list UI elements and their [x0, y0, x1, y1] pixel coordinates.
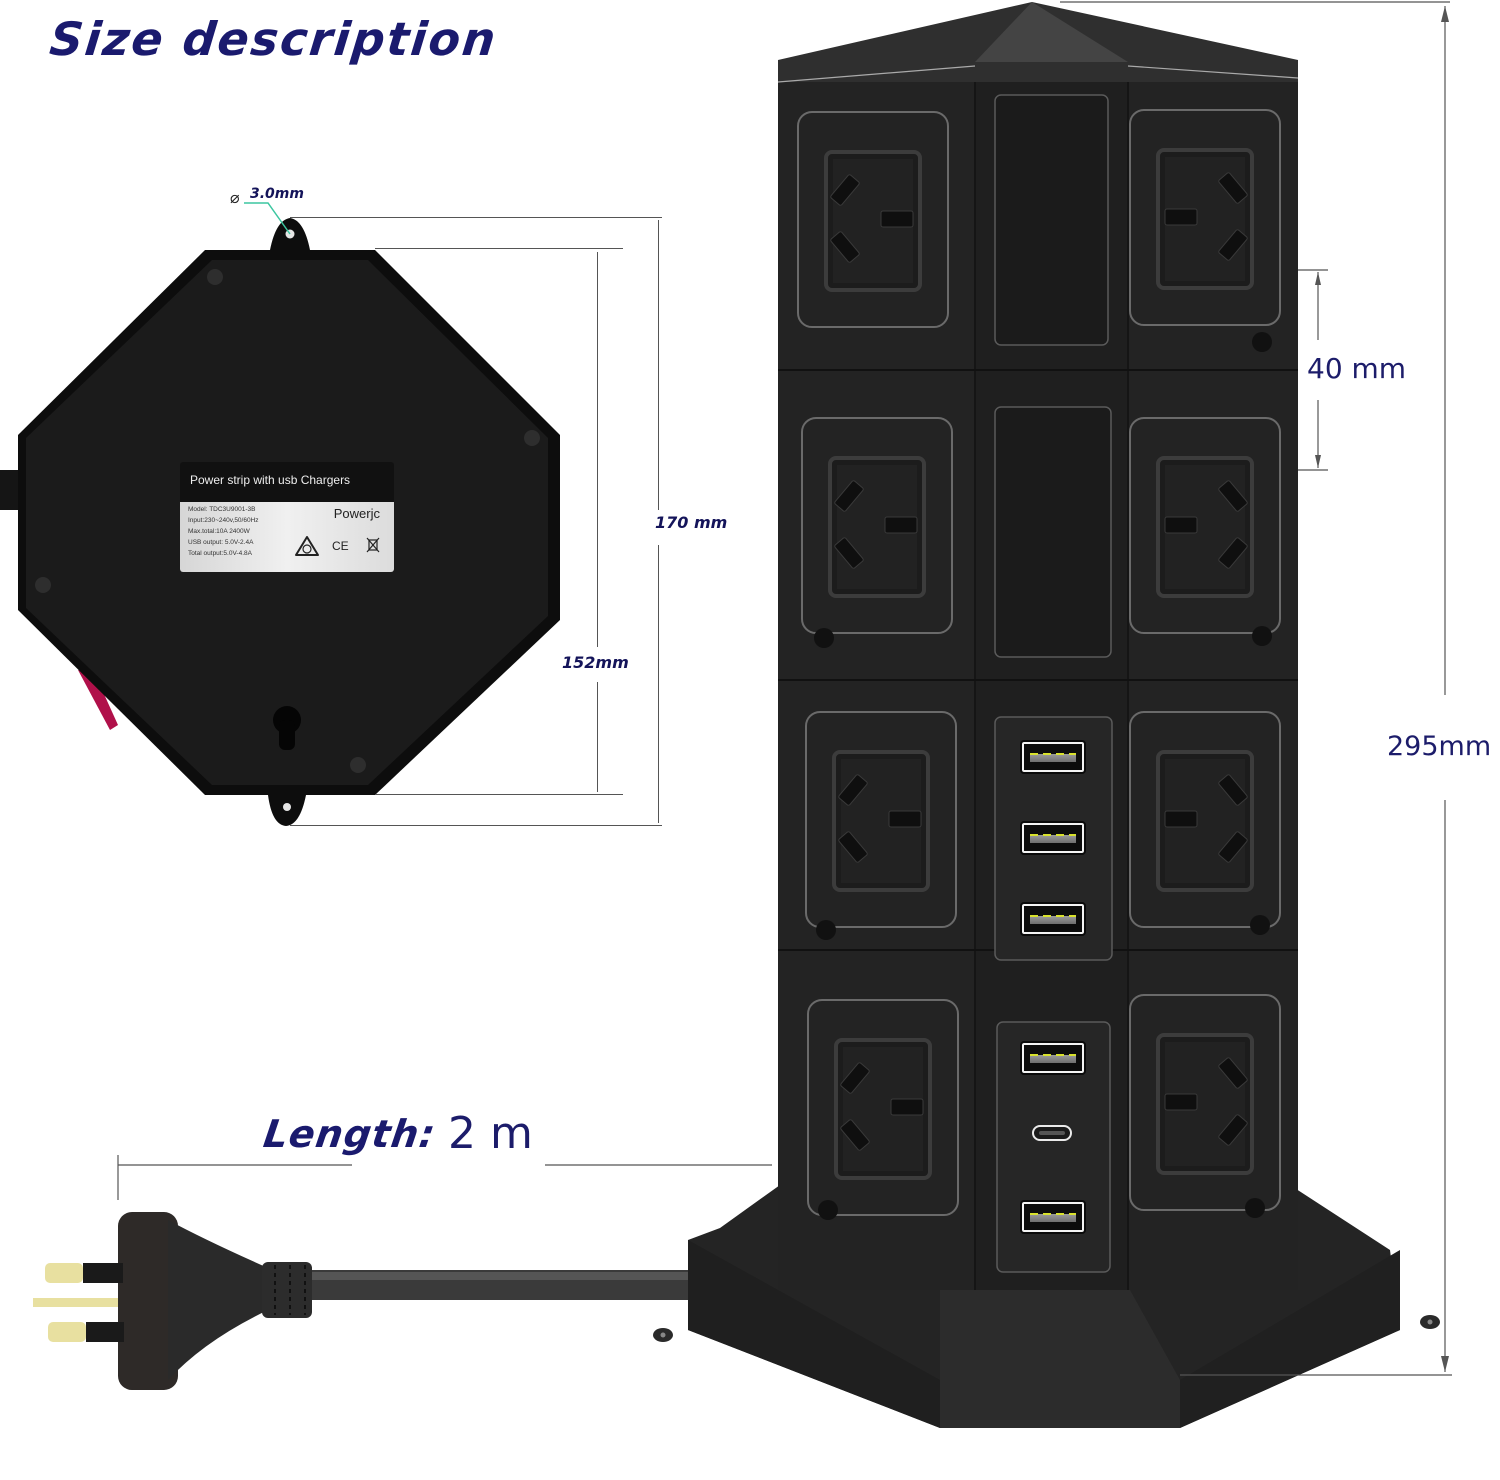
cable-stub [0, 470, 22, 510]
usb-c-port [1032, 1125, 1072, 1141]
rubber-foot [35, 577, 51, 593]
product-label: Power strip with usb Chargers Model: TDC… [180, 462, 394, 572]
blank-panel [994, 94, 1109, 346]
total-height-label: 295mm [1387, 731, 1492, 762]
usb-a-port [1020, 902, 1086, 936]
spec-model: Model: TDC3U9001-3B [188, 506, 256, 513]
rubber-foot [350, 757, 366, 773]
dim-ext-bottom-152 [375, 794, 623, 795]
dim-ext-bottom-170 [290, 825, 662, 826]
usb-a-port [1020, 1041, 1086, 1075]
leader-line [244, 202, 291, 235]
cable-length-value: 2 m [448, 1108, 533, 1159]
ce-mark-icon: CE [332, 539, 349, 553]
dim-ext-top-170 [290, 217, 662, 218]
label-header: Power strip with usb Chargers [180, 462, 394, 502]
rcm-mark-icon [295, 536, 319, 556]
spec-max-total: Max.total:10A 2400W [188, 528, 250, 535]
hole-diameter-label: 3.0mm [250, 186, 304, 202]
dim-ext-top-152 [375, 248, 623, 249]
au-plug-icon [33, 1212, 312, 1390]
spec-input: Input:230~240v,50/60Hz [188, 517, 259, 524]
usb-a-port [1020, 740, 1086, 774]
dim-line-152-top [597, 252, 598, 647]
dim-line-170-top [658, 220, 659, 510]
tier-height-label: 40 mm [1307, 352, 1407, 385]
rubber-foot [524, 430, 540, 446]
brand-name: Powerjc [333, 506, 380, 521]
diameter-symbol: ⌀ [230, 188, 240, 207]
weee-bin-icon [366, 537, 380, 553]
dim-line-152-bottom [597, 682, 598, 792]
dim-line-170-bottom [658, 545, 659, 823]
blank-panel [994, 406, 1112, 658]
rubber-foot [207, 269, 223, 285]
cable-length-label: Length: [260, 1112, 439, 1156]
usb-a-port [1020, 1200, 1086, 1234]
usb-a-port [1020, 821, 1086, 855]
dim-170-label: 170 mm [655, 513, 728, 532]
dim-152-label: 152mm [562, 653, 629, 672]
spec-total-output: Total output:5.0V-4.8A [188, 550, 252, 557]
pink-tag [78, 670, 118, 730]
mount-hole-bottom [283, 803, 291, 811]
spec-usb-output: USB output: 5.0V-2.4A [188, 539, 254, 546]
